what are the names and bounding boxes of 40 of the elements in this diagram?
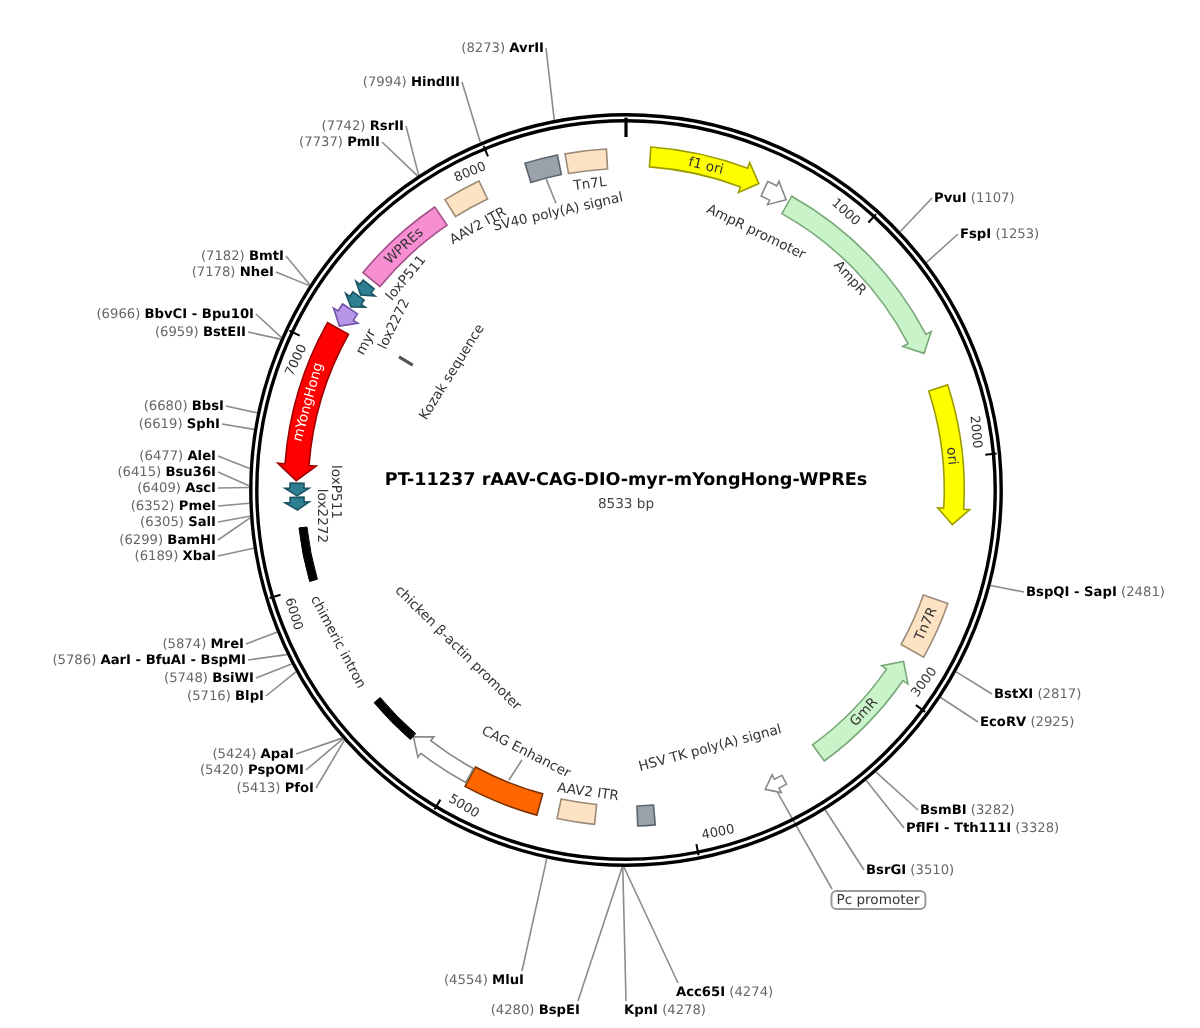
- leader-line: [381, 141, 419, 177]
- leader-line: [461, 81, 482, 144]
- leader-line: [955, 671, 993, 695]
- leader-line: [577, 866, 624, 1002]
- leader-line: [622, 866, 627, 1002]
- leader-line: [217, 486, 250, 489]
- leader-line: [875, 771, 919, 811]
- leader-line: [405, 125, 420, 176]
- leader-line: [225, 405, 258, 414]
- leader-line: [521, 857, 548, 972]
- leader-line: [989, 584, 1025, 593]
- leader-line: [247, 331, 282, 340]
- leader-line: [776, 791, 833, 890]
- leader-line: [623, 866, 679, 984]
- leader-line: [305, 738, 344, 771]
- leader-line: [315, 739, 346, 789]
- leader-line: [255, 313, 283, 339]
- leader-line: [255, 663, 293, 679]
- leader-line: [265, 671, 297, 697]
- leader-line: [245, 631, 278, 645]
- leader-line: [285, 255, 311, 286]
- leader-line: [899, 197, 933, 233]
- leader-line: [939, 696, 979, 723]
- leader-line: [217, 547, 255, 557]
- leader-line: [865, 779, 905, 829]
- leader-line: [545, 47, 556, 121]
- leader-line: [545, 178, 557, 205]
- leader-line: [275, 271, 311, 287]
- leader-line: [925, 233, 959, 264]
- leader-line: [217, 502, 251, 507]
- leader-line: [221, 423, 255, 431]
- leader-line: [824, 809, 865, 871]
- leader-line: [217, 517, 251, 541]
- leader-line: [217, 471, 250, 487]
- leader-line: [247, 653, 288, 661]
- leader-line: [217, 515, 251, 523]
- leader-line: [507, 759, 523, 781]
- plasmid-title: PT-11237 rAAV-CAG-DIO-myr-mYongHong-WPREs: [384, 470, 868, 492]
- leader-line: [217, 455, 251, 470]
- leader-line: [295, 737, 343, 755]
